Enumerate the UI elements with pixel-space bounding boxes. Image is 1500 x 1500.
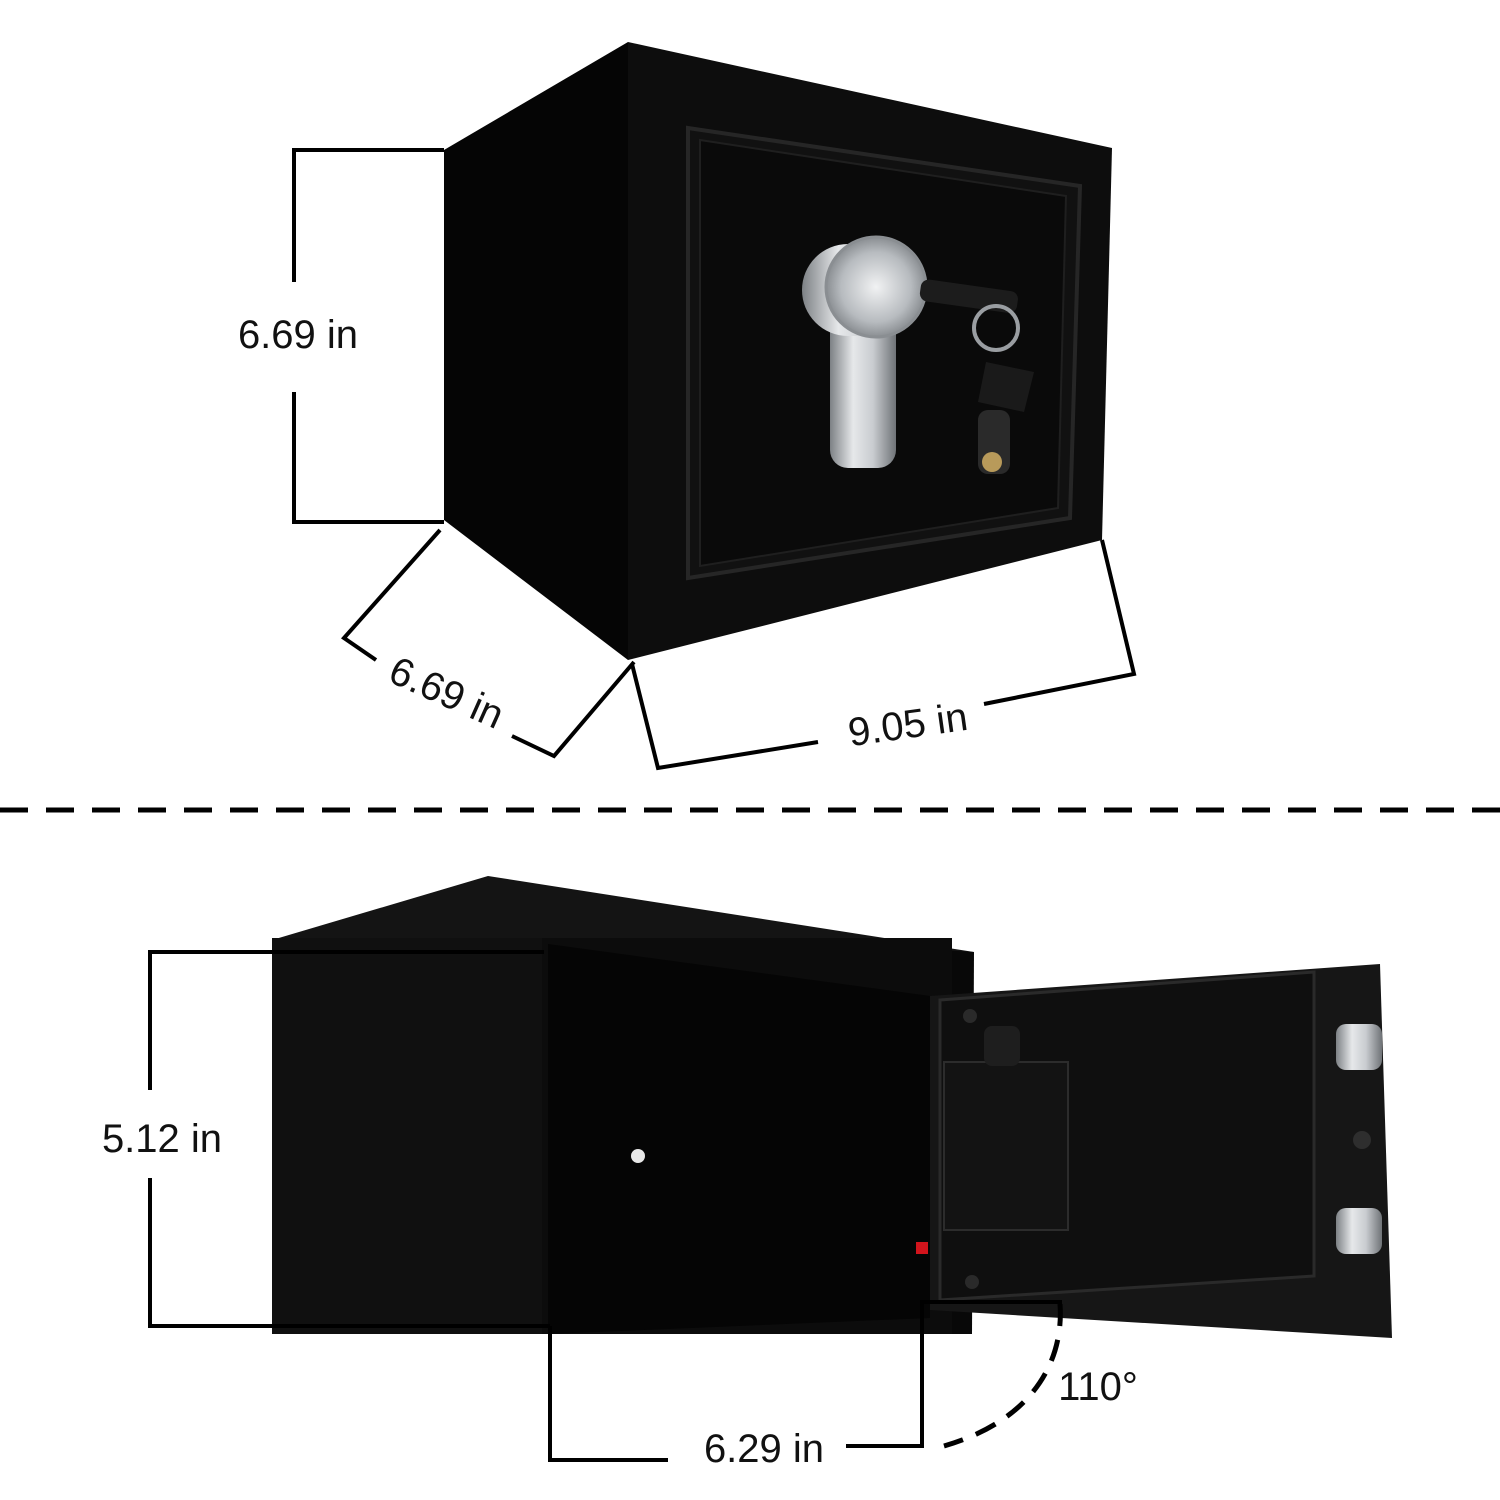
red-indicator: [916, 1242, 928, 1254]
interior-bolt-hole: [631, 1149, 645, 1163]
closed-safe: [444, 42, 1112, 660]
depth-bracket-left: [341, 528, 442, 662]
door-angle-label: 110°: [1058, 1365, 1138, 1409]
reset-button: [984, 1026, 1020, 1066]
door-screw-top: [963, 1009, 977, 1023]
height-bracket-top: [292, 148, 444, 282]
bottom-depth-label: 6.29 in: [704, 1427, 824, 1471]
bottom-height-bracket-bottom: [148, 1178, 550, 1328]
safe-side-panel: [444, 42, 628, 660]
door-screw-bottom: [965, 1275, 979, 1289]
top-dimension-lines: [292, 148, 1137, 771]
bottom-depth-bracket-right: [846, 1300, 1062, 1448]
depth-bracket-right: [511, 660, 636, 759]
top-width-label: 9.05 in: [845, 695, 970, 755]
width-bracket-right: [983, 539, 1137, 706]
bottom-height-label: 5.12 in: [102, 1117, 222, 1161]
battery-cover: [943, 1061, 1069, 1231]
key-icon: [919, 279, 1034, 474]
bottom-dimension-lines: [148, 950, 1062, 1462]
top-height-label: 6.69 in: [238, 313, 358, 357]
hinge-pin-icon: [1353, 1131, 1371, 1149]
bolt-icon: [1336, 1024, 1382, 1254]
door-swing-arc: [943, 1303, 1063, 1449]
bottom-depth-bracket-left: [548, 1326, 668, 1462]
width-bracket-left: [630, 663, 819, 771]
top-depth-label: 6.69 in: [383, 649, 511, 738]
safe-interior: [548, 944, 930, 1334]
open-safe: [272, 876, 1392, 1338]
height-bracket-bottom: [292, 392, 444, 524]
safe-side-face: [272, 938, 542, 1334]
bottom-height-bracket-top: [148, 950, 544, 1090]
